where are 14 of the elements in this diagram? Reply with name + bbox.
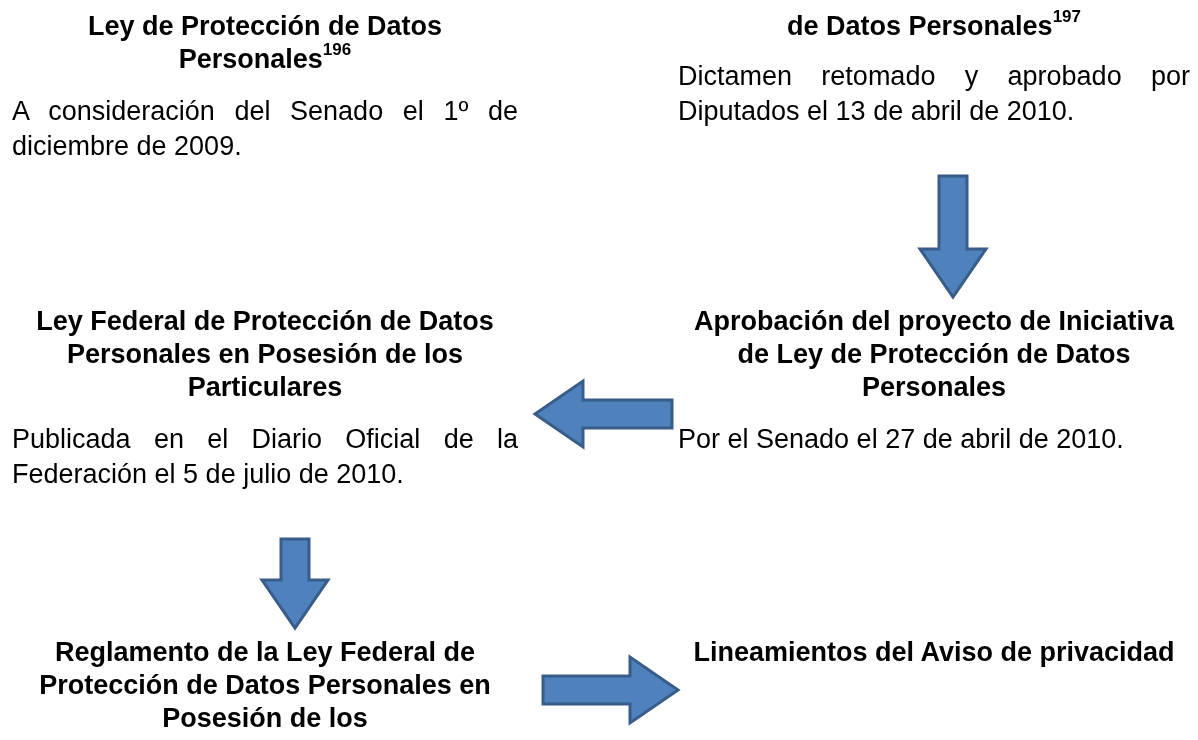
block-arrow: [532, 378, 674, 450]
block-arrow: [917, 174, 989, 300]
description-text: Por el Senado el 27 de abril de 2010.: [678, 423, 1125, 456]
heading-text: de Datos Personales$^{197}$: [786, 10, 1082, 43]
heading-text: Aprobación del proyecto de Iniciativa de Ley de Protección de Datos Personales: [692, 305, 1176, 404]
block-arrow: [541, 654, 681, 726]
description-text: Dictamen retomado y aprobado por Diputados el 13 de abril de 2010.: [678, 60, 1190, 128]
heading-text: Lineamientos del Aviso de privacidad: [692, 636, 1176, 669]
description-text: A consideración del Senado el 1º de diciembre de 2009.: [12, 95, 518, 163]
heading-text: Ley Federal de Protección de Datos Personales en Posesión de los Particulares: [35, 305, 495, 404]
heading-text: Reglamento de la Ley Federal de Protección de Datos Personales en Posesión de los: [38, 636, 492, 735]
block-arrow: [259, 537, 331, 631]
heading-text: Ley de Protección de Datos Personales$^{196}$: [86, 10, 444, 76]
description-text: Publicada en el Diario Oficial de la Federación el 5 de julio de 2010.: [12, 423, 518, 491]
